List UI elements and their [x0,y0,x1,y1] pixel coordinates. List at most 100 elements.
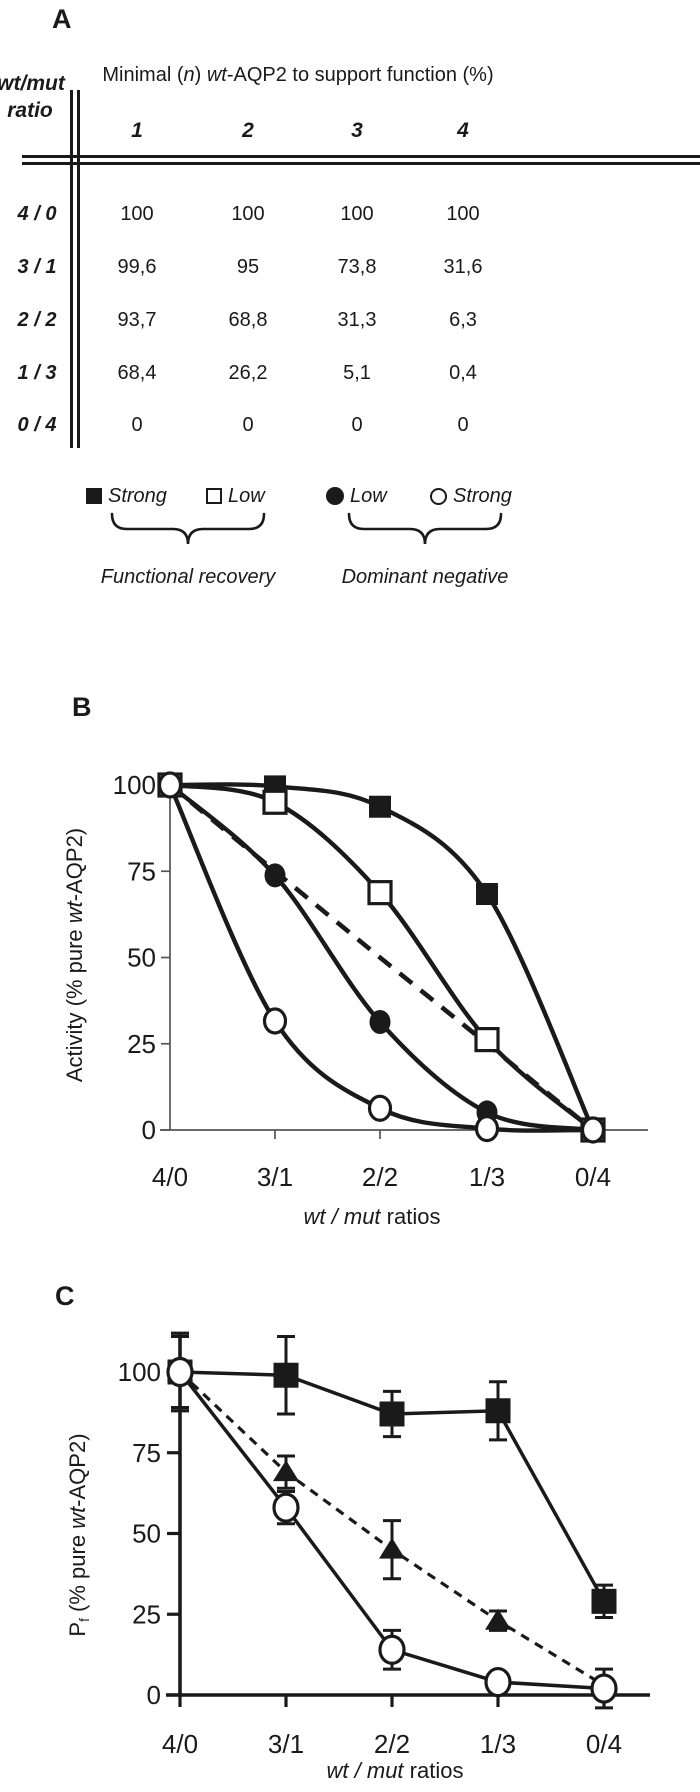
panel-b-y-axis-title: Activity (% pure wt-AQP2) [60,775,90,1135]
text-part: ratios [403,1758,464,1783]
table-cell: 5,1 [343,362,371,384]
text-part: -AQP2) [65,1433,90,1507]
text-part: ratios [380,1204,441,1229]
x-category-label: 3/1 [268,1729,304,1759]
marker-open-circle [272,1492,300,1523]
table-cell: 100 [231,203,265,225]
table-cell: 100 [340,203,374,225]
table-row-label: 0 / 4 [17,414,57,436]
panel-b-x-axis-title: wt / mut ratios [212,1204,532,1230]
table-cell: 0 [131,414,143,436]
open-circle-icon [430,487,447,505]
table-cell: 68,4 [117,362,157,384]
y-tick-label: 25 [127,1029,156,1059]
table-vertical-rule-inner [77,90,80,448]
table-horizontal-rule-lower [22,162,700,165]
marker-filled-triangle [485,1608,511,1630]
marker-open-square [262,789,288,815]
marker-open-circle [474,1115,500,1143]
marker-open-square [367,880,393,906]
y-tick-label: 75 [127,856,156,886]
table-cell: 68,8 [228,309,268,331]
panel-c-x-axis-title: wt / mut ratios [235,1758,555,1784]
marker-open-circle [590,1673,618,1704]
group-label-dominant-negative: Dominant negative [341,566,509,588]
table-col-header: 2 [242,119,254,142]
table-group-header: Minimal (n) wt-AQP2 to support function … [92,64,504,87]
table-cell: 99,6 [117,256,157,278]
table-cell: 6,3 [449,309,477,331]
y-tick-label: 25 [132,1599,161,1629]
table-row-label: 4 / 0 [17,203,57,225]
x-category-label: 2/2 [374,1729,410,1759]
marker-filled-square [476,883,498,906]
panel-c-label: C [55,1281,75,1311]
marker-open-circle [157,771,183,799]
table-cell: 31,6 [443,256,483,278]
table-cell: 95 [236,256,260,278]
y-tick-label: 100 [118,1357,161,1387]
table-cell: 73,8 [337,256,377,278]
panel-b-label: B [72,692,92,722]
table-cell: 0 [242,414,254,436]
marker-open-circle [367,1094,393,1122]
legend-label: Strong [453,484,512,507]
marker-open-circle [378,1634,406,1665]
table-cell: 31,3 [337,309,377,331]
table-cell: 26,2 [228,362,268,384]
legend-item: Strong [86,483,167,509]
table-vertical-rule-outer [70,90,73,448]
marker-filled-square [273,1362,299,1388]
text-part: (% pure [65,1528,90,1619]
series-line-strong-dominant-negative [167,784,594,1133]
y-tick-label: 75 [132,1438,161,1468]
text-part: ) [194,64,207,86]
marker-open-circle [166,1356,194,1388]
legend-label: Low [228,484,265,507]
x-category-label: 2/2 [362,1162,398,1192]
text-part: Minimal ( [102,64,184,86]
marker-filled-circle [369,1010,391,1035]
text-part: Activity (% pure [62,923,87,1083]
table-horizontal-rule-upper [22,155,700,158]
marker-filled-square [369,795,391,818]
x-category-label: 4/0 [152,1162,188,1192]
dominant-negative-brace [347,512,503,545]
x-category-label: 0/4 [586,1729,622,1759]
panel-a-label: A [52,4,72,34]
text-part: f [77,1618,93,1622]
text-part: -AQP2) [62,827,87,902]
table-col-header: 3 [351,119,363,142]
table-cell: 100 [120,203,154,225]
functional-recovery-brace [110,512,266,545]
x-category-label: 3/1 [257,1162,293,1192]
group-label-functional-recovery: Functional recovery [100,566,276,588]
table-col-header: 4 [457,119,469,142]
legend-label: Strong [108,484,167,507]
y-tick-label: 100 [113,770,156,800]
filled-circle-icon [326,487,344,505]
text-part: wt [65,1506,90,1529]
marker-open-circle [262,1007,288,1035]
marker-filled-square [591,1588,617,1614]
table-row-label: 1 / 3 [17,362,57,384]
text-part: P [65,1621,90,1637]
filled-square-icon [86,488,102,504]
y-tick-label: 50 [127,943,156,973]
x-category-label: 4/0 [162,1729,198,1759]
legend-braces [110,512,503,545]
marker-open-circle [580,1116,606,1144]
table-cell: 0 [457,414,469,436]
table-corner-header-line2: ratio [7,99,53,122]
y-tick-label: 0 [142,1115,156,1145]
legend-item: Low [206,483,265,509]
text-part: wt [206,64,227,86]
table-cell: 100 [446,203,480,225]
marker-open-circle [484,1666,512,1698]
text-part: n [183,64,195,86]
marker-open-square [474,1027,500,1053]
table-cell: 93,7 [117,309,157,331]
